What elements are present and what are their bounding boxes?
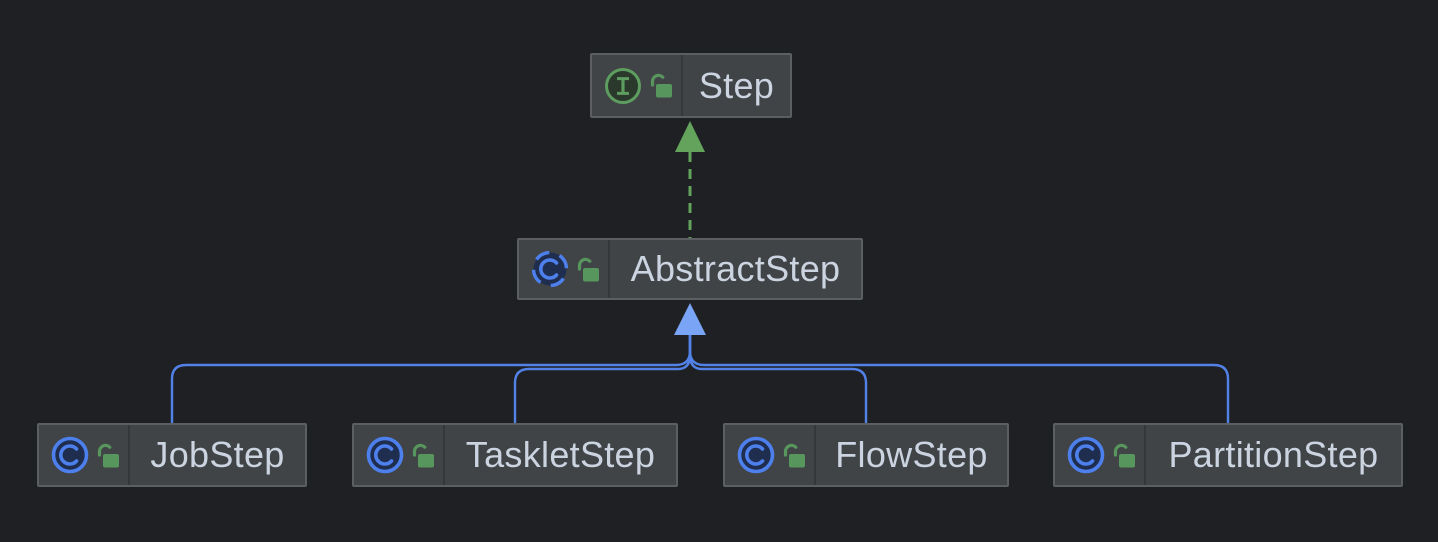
extends-edge-flowstep [688, 332, 868, 425]
public-unlocked-icon [412, 443, 434, 467]
public-unlocked-icon [650, 73, 672, 98]
class-name-label: PartitionStep [1168, 434, 1379, 475]
node-divider [443, 425, 445, 485]
node-icon-cell [725, 425, 814, 485]
class-node-taskletstep[interactable]: TaskletStep [352, 423, 678, 487]
node-icon-cell [354, 425, 443, 485]
class-name-label: JobStep [150, 434, 285, 475]
extends-edge-taskletstep [513, 332, 692, 425]
class-node-abstractstep[interactable]: AbstractStep [517, 238, 863, 300]
extends-edge-partitionstep [688, 332, 1230, 425]
node-divider [681, 55, 683, 116]
node-divider [814, 425, 816, 485]
node-icon-cell [592, 55, 681, 116]
class-icon [737, 436, 775, 474]
class-node-flowstep[interactable]: FlowStep [723, 423, 1009, 487]
public-unlocked-icon [1113, 443, 1135, 467]
implements-arrowhead [675, 121, 705, 152]
class-icon [366, 436, 404, 474]
extends-edge-jobstep [170, 332, 692, 425]
class-node-step[interactable]: Step [590, 53, 792, 118]
public-unlocked-icon [97, 443, 119, 467]
class-name-label: Step [698, 64, 775, 106]
node-divider [128, 425, 130, 485]
extends-arrowhead [674, 303, 706, 335]
node-divider [1144, 425, 1146, 485]
extends-edges-to-abstractstep [170, 332, 1230, 425]
abstract-class-icon [531, 250, 569, 288]
class-node-partitionstep[interactable]: PartitionStep [1053, 423, 1403, 487]
implements-edge-abstractstep-step [675, 121, 705, 238]
node-icon-cell [519, 240, 608, 298]
class-name-label: TaskletStep [465, 434, 656, 475]
public-unlocked-icon [783, 443, 805, 467]
node-divider [608, 240, 610, 298]
class-icon [51, 436, 89, 474]
class-icon [1067, 436, 1105, 474]
class-node-jobstep[interactable]: JobStep [37, 423, 307, 487]
interface-icon [605, 67, 641, 104]
class-name-label: FlowStep [835, 434, 988, 475]
public-unlocked-icon [577, 257, 599, 281]
node-icon-cell [1055, 425, 1144, 485]
node-icon-cell [39, 425, 128, 485]
class-name-label: AbstractStep [630, 248, 841, 289]
